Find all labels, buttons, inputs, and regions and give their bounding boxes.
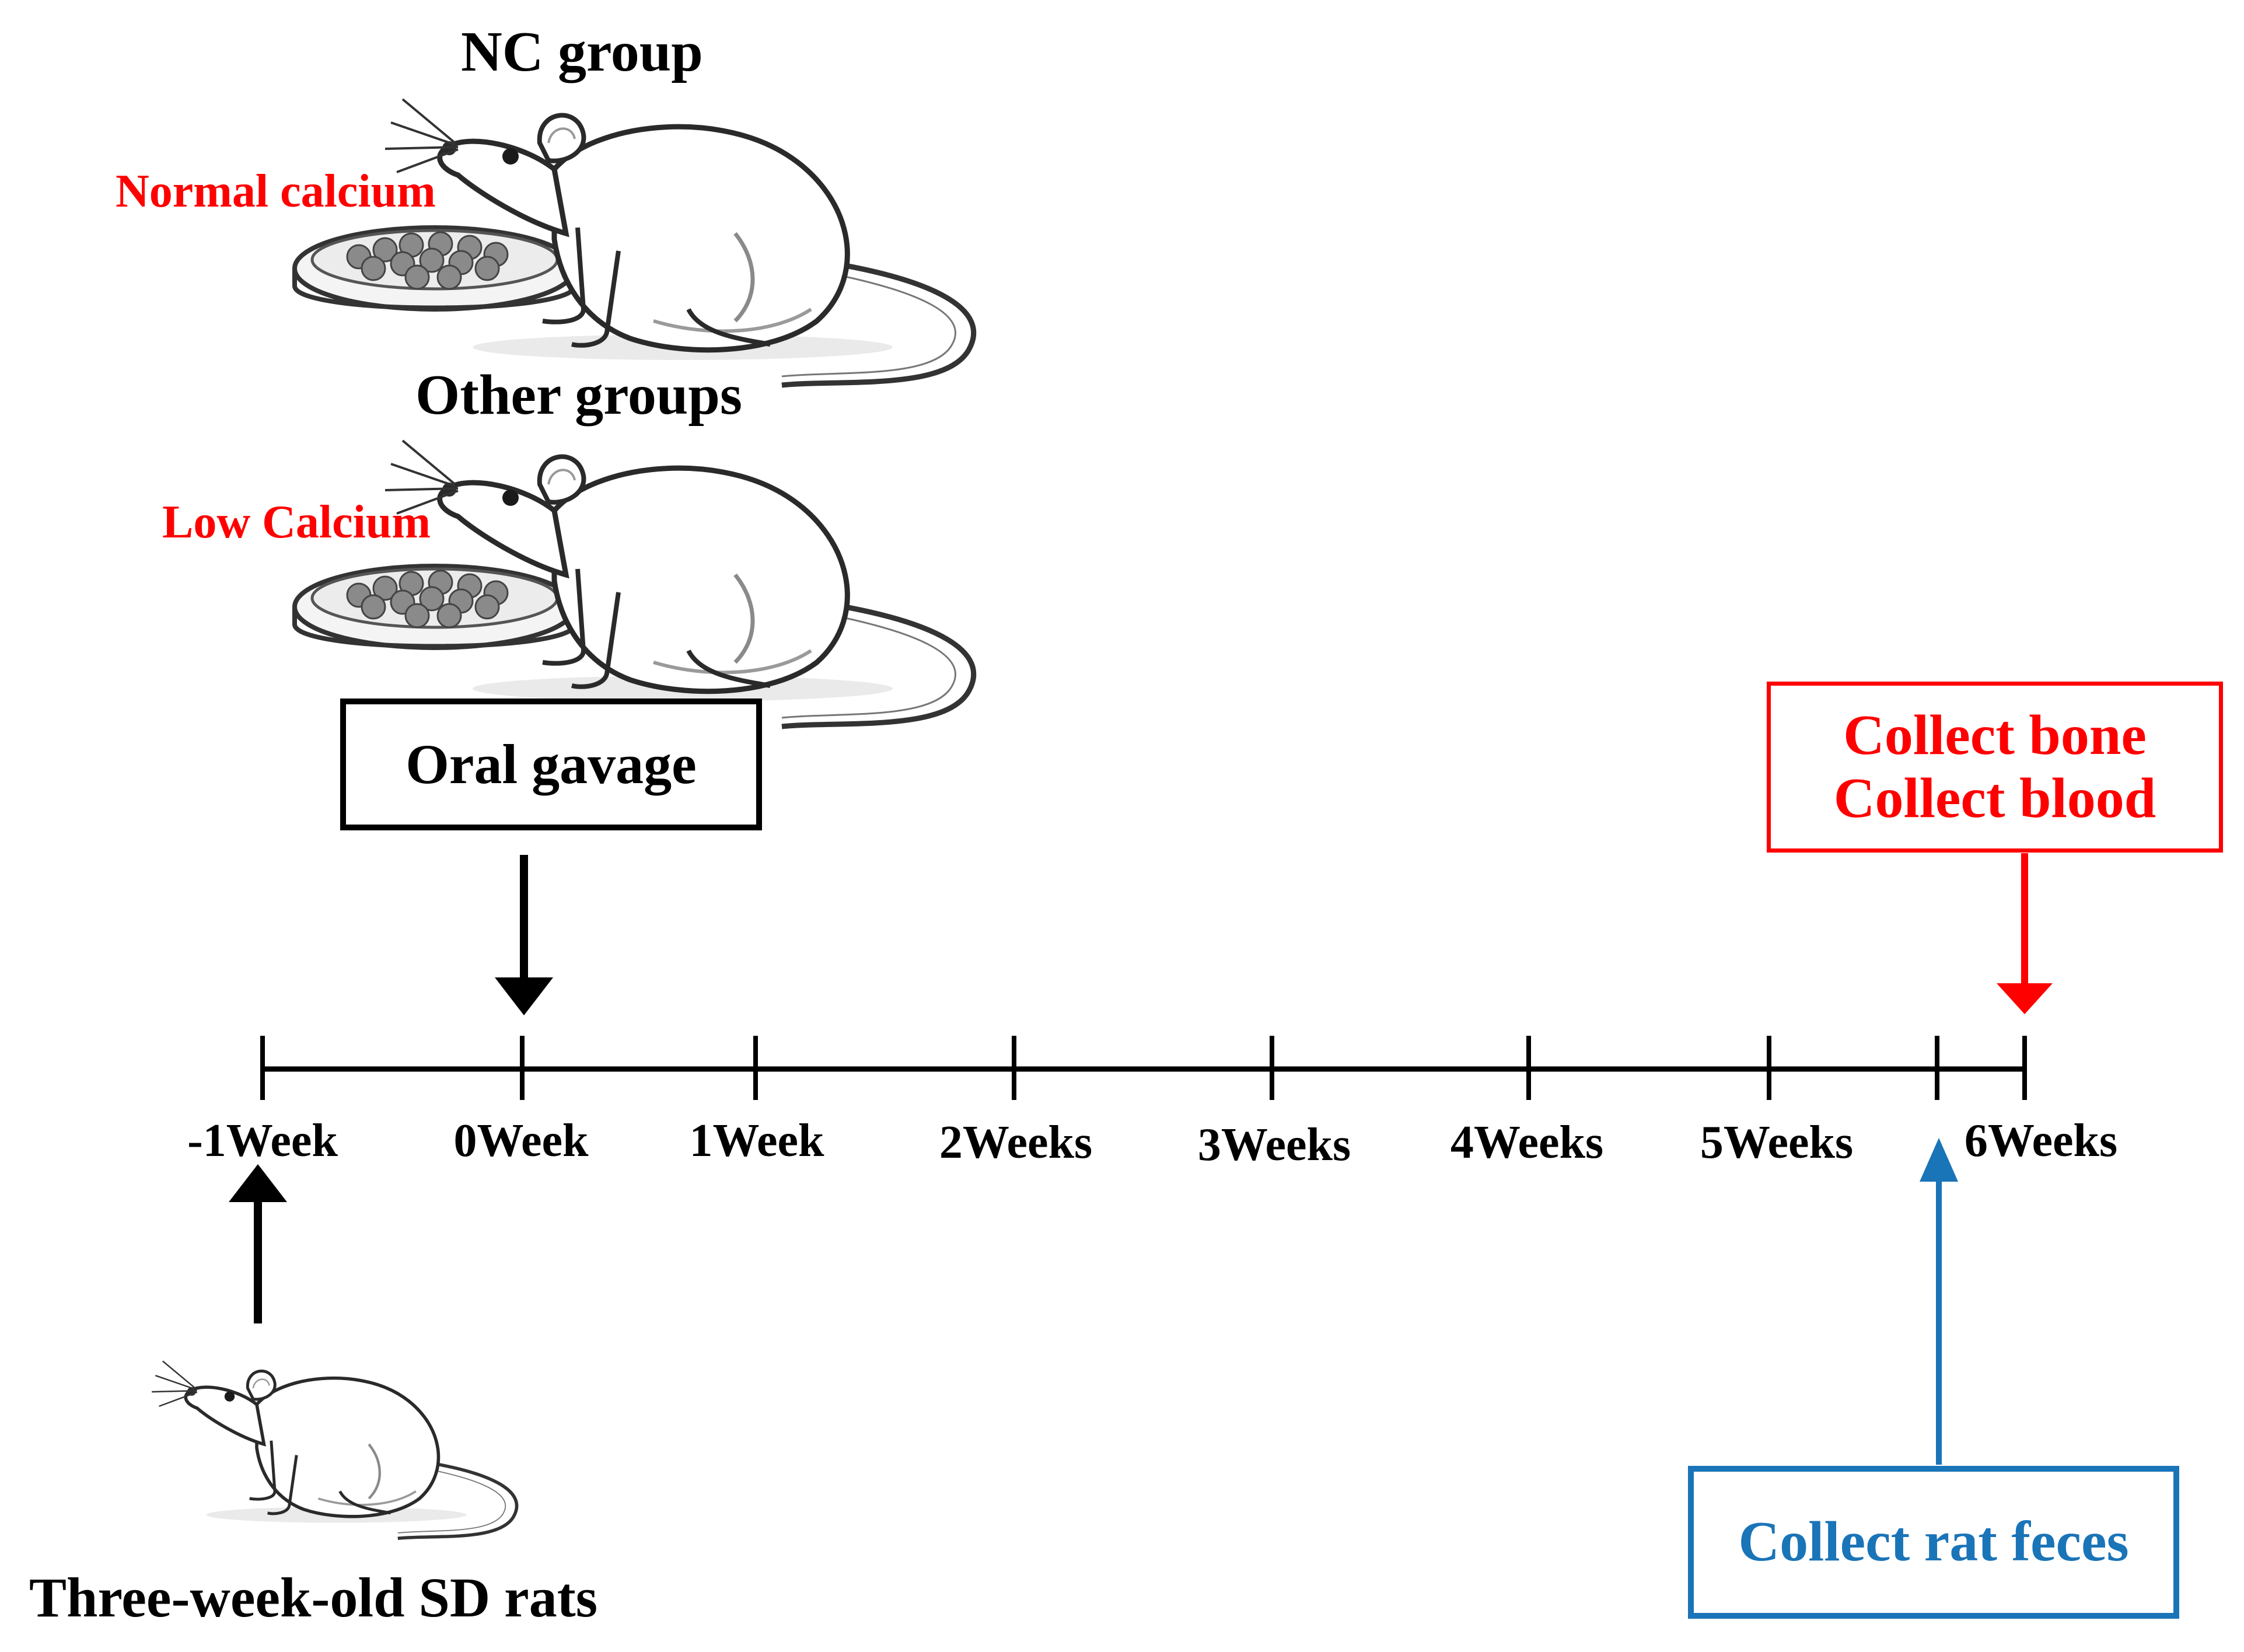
timeline [260,1036,2027,1100]
collect-samples-box: Collect bone Collect blood [1767,682,2223,853]
collect-feces-label: Collect rat feces [1738,1510,2129,1574]
oral-gavage-label: Oral gavage [406,733,697,796]
nc-food-dish-icon [295,228,575,309]
feces-arrow [1920,1138,1958,1465]
other-diet-label: Low Calcium [162,497,431,548]
collect-arrow [1997,853,2053,1014]
tick-label: -1Week [187,1115,338,1166]
collect-blood-label: Collect blood [1833,766,2156,830]
start-arrow [229,1164,287,1323]
oral-gavage-box: Oral gavage [340,698,762,830]
tick-label: 1Week [689,1115,824,1166]
other-groups-title: Other groups [415,364,742,427]
tick-label: 5Weeks [1700,1117,1854,1168]
nc-group-title: NC group [461,20,703,83]
tick-label: 3Weeks [1197,1119,1351,1171]
tick-label: 2Weeks [939,1117,1093,1168]
other-food-dish-icon [295,566,575,648]
tick-label: 0Week [453,1115,589,1166]
collect-feces-box: Collect rat feces [1688,1466,2179,1619]
collect-bone-label: Collect bone [1843,703,2147,767]
nc-diet-label: Normal calcium [116,166,436,217]
gavage-arrow [495,855,553,1015]
tick-label: 4Weeks [1450,1117,1604,1168]
start-rat-icon [152,1361,516,1538]
tick-label: 6Weeks [1964,1115,2118,1166]
start-rats-label: Three-week-old SD rats [29,1566,598,1629]
